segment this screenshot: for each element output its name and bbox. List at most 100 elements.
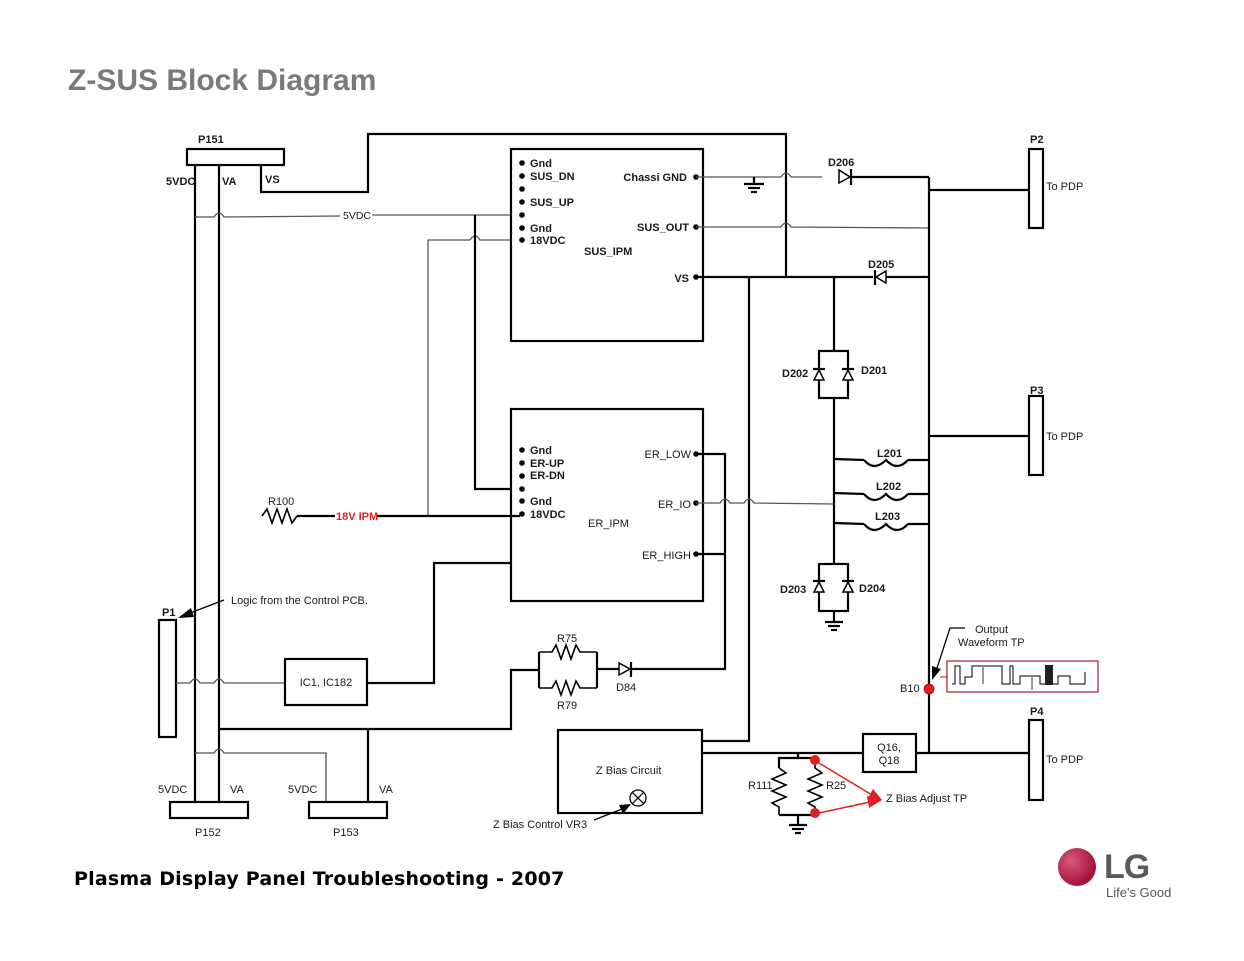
resistor-r25 — [805, 762, 825, 814]
connector-p151 — [185, 147, 286, 167]
d203-label: D203 — [780, 584, 806, 596]
sus-pin-sus-dn: SUS_DN — [530, 171, 575, 183]
d205-label: D205 — [868, 259, 894, 271]
er-pin-gnd: Gnd — [530, 445, 552, 457]
sus-pin-sus-up: SUS_UP — [530, 197, 574, 209]
connector-p4 — [1027, 718, 1045, 802]
ic-block — [283, 657, 369, 707]
l203-label: L203 — [875, 511, 900, 523]
er-pin-er-dn: ER-DN — [530, 470, 565, 482]
wire-sus-to-er — [473, 215, 520, 491]
lg-logo-icon — [1058, 848, 1096, 886]
wire-5vdc — [195, 212, 341, 218]
zbias-tp-top[interactable] — [810, 755, 820, 765]
er-pin-er-up: ER-UP — [530, 458, 564, 470]
d201-label: D201 — [861, 365, 887, 377]
resistor-r79 — [539, 678, 597, 698]
p2-note: To PDP — [1046, 181, 1083, 193]
wire-sus-out — [696, 222, 930, 229]
zbias-tp-bottom[interactable] — [810, 808, 820, 818]
q16-label: Q16, — [877, 742, 901, 754]
diode-d206 — [838, 168, 853, 185]
b10-test-point[interactable] — [923, 683, 935, 695]
inductor-l202 — [833, 491, 929, 502]
wire-er-low — [632, 452, 727, 671]
er-ipm-name: ER_IPM — [588, 518, 629, 530]
p2-label: P2 — [1030, 134, 1043, 146]
p151-label: P151 — [198, 134, 224, 146]
p3-label: P3 — [1030, 385, 1043, 397]
wire-r111-top — [777, 753, 800, 768]
wire-er-ic — [368, 561, 511, 685]
l202-label: L202 — [876, 481, 901, 493]
wire-p1-ic — [176, 678, 285, 684]
diode-pair-bottom — [817, 562, 850, 613]
sus-ipm-name: SUS_IPM — [584, 246, 632, 258]
p3-note: To PDP — [1046, 431, 1083, 443]
connector-p152 — [168, 800, 250, 820]
er-pin-er-low: ER_LOW — [645, 449, 692, 461]
er-ipm-left-pins: Gnd ER-UP ER-DN Gnd 18VDC — [519, 445, 566, 521]
lg-tagline: Life's Good — [1106, 885, 1172, 900]
l201-label: L201 — [877, 448, 902, 460]
sus-pin-18vdc: 18VDC — [530, 235, 566, 247]
connector-p2 — [1027, 147, 1045, 230]
zbias-control-label: Z Bias Control VR3 — [493, 819, 587, 831]
wire-18vdc-sus — [427, 239, 470, 516]
r79-label: R79 — [557, 700, 577, 712]
page-title: Z-SUS Block Diagram — [68, 64, 377, 97]
p151-pin-va: VA — [222, 176, 237, 188]
p1-label: P1 — [162, 607, 175, 619]
p153-pin-5vdc: 5VDC — [288, 784, 317, 796]
d206-label: D206 — [828, 157, 854, 169]
sus-pin-gnd: Gnd — [530, 158, 552, 170]
ground-icon — [789, 823, 807, 835]
diode-d84 — [618, 661, 633, 677]
d84-label: D84 — [616, 682, 636, 694]
p4-label: P4 — [1030, 706, 1044, 718]
wire-5vdc-label: 5VDC — [343, 210, 371, 222]
wire-18v-ipm-label: 18V IPM — [336, 511, 378, 523]
diode-d203 — [812, 579, 826, 593]
connector-p3 — [1027, 394, 1045, 477]
p152-pin-va: VA — [230, 784, 245, 796]
sus-ipm-left-pins: Gnd SUS_DN SUS_UP Gnd 18VDC — [519, 158, 575, 247]
er-pin-gnd2: Gnd — [530, 496, 552, 508]
sus-pin-chassi-gnd: Chassi GND — [623, 172, 687, 184]
p152-label: P152 — [195, 827, 221, 839]
wire-vs — [259, 132, 788, 277]
r25-label: R25 — [826, 780, 846, 792]
output-tp-label-1: Output — [975, 624, 1008, 636]
wire-5vdc-p153 — [195, 748, 327, 803]
p152-pin-5vdc: 5VDC — [158, 784, 187, 796]
er-pin-er-high: ER_HIGH — [642, 550, 691, 562]
sus-pin-gnd2: Gnd — [530, 223, 552, 235]
er-ipm-block — [509, 407, 705, 603]
wire-va-r75 — [219, 668, 539, 731]
arrow-icon — [818, 762, 882, 814]
inductor-l203 — [833, 521, 929, 532]
diode-d202 — [812, 367, 826, 381]
diode-d204 — [841, 579, 855, 593]
r75-label: R75 — [557, 633, 577, 645]
er-pin-er-io: ER_IO — [658, 499, 691, 511]
resistor-r111 — [769, 767, 789, 815]
logic-annotation: Logic from the Control PCB. — [231, 595, 368, 607]
zbias-label: Z Bias Circuit — [596, 765, 661, 777]
connector-p1 — [157, 618, 178, 739]
q18-label: Q18 — [879, 755, 900, 767]
arrow-icon — [178, 599, 225, 618]
diode-d205 — [873, 269, 887, 285]
arrow-icon — [932, 627, 965, 680]
potentiometer-icon[interactable] — [629, 789, 647, 807]
p151-pin-vs: VS — [265, 174, 280, 186]
output-tp-label-2: Waveform TP — [958, 637, 1025, 649]
wire-chassi-gnd — [696, 172, 822, 178]
sus-ipm-block — [509, 147, 705, 343]
d202-label: D202 — [782, 368, 808, 380]
diode-pair-top — [817, 349, 850, 400]
p4-note: To PDP — [1046, 754, 1083, 766]
arrow-icon — [593, 804, 631, 821]
b10-label: B10 — [900, 683, 920, 695]
waveform-thumbnail — [940, 660, 1099, 693]
